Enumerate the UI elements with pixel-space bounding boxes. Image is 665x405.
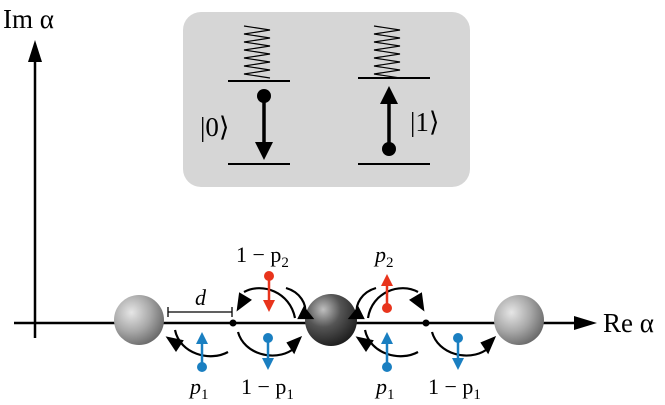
excitation-arrowhead xyxy=(380,86,398,104)
blue-dot-1 xyxy=(197,362,207,372)
state-zero-label: |0⟩ xyxy=(200,112,229,142)
x-axis-label: Re α xyxy=(603,308,654,338)
y-axis-arrowhead xyxy=(28,40,42,62)
state-zero-scheme: |0⟩ xyxy=(200,25,290,165)
red-arrows xyxy=(263,271,393,313)
blue-dot-4 xyxy=(453,333,463,343)
hop-arrowhead-lower-d xyxy=(480,335,497,355)
hop-arrowhead-upper-left-b xyxy=(297,305,315,320)
blue-arrowhead-1 xyxy=(196,332,208,344)
spring-coil-right xyxy=(373,25,401,79)
left-sphere xyxy=(114,295,164,345)
y-axis-label: Im α xyxy=(3,4,54,34)
blue-arrowhead-2 xyxy=(262,358,274,370)
center-sphere xyxy=(305,294,357,346)
decay-arrowhead xyxy=(255,142,273,160)
x-axis-arrowhead xyxy=(574,316,597,330)
hop-arrowhead-lower-c xyxy=(355,336,374,352)
hop-arrowhead-lower-a xyxy=(165,336,184,352)
coherent-states xyxy=(114,294,544,346)
ground-dot-right xyxy=(382,142,396,156)
hop-arrowhead-upper-left-a xyxy=(236,292,252,312)
hop-arrowhead-upper-right-b xyxy=(347,305,365,320)
label-p1-left: p1 xyxy=(188,374,209,403)
blue-arrowhead-4 xyxy=(452,358,464,370)
hop-arrow-lower-d xyxy=(430,331,487,357)
probability-labels: 1 − p2 p2 p1 1 − p1 p1 1 − p1 xyxy=(188,242,481,403)
right-sphere xyxy=(494,295,544,345)
hop-arrowhead-lower-b xyxy=(286,335,303,355)
red-dot-left xyxy=(264,271,274,281)
label-one-minus-p1-right: 1 − p1 xyxy=(428,374,481,403)
spacing-label: d xyxy=(195,285,207,310)
spring-coil-left xyxy=(243,25,271,79)
blue-dot-2 xyxy=(263,333,273,343)
hop-arrow-upper-right-a xyxy=(366,287,419,319)
blue-arrows xyxy=(196,332,464,372)
blue-arrowhead-3 xyxy=(381,332,393,344)
hop-arrow-lower-b xyxy=(236,331,293,357)
label-one-minus-p1-left: 1 − p1 xyxy=(241,374,294,403)
hop-arrow-upper-left-a xyxy=(243,287,297,319)
red-dot-right xyxy=(382,303,392,313)
midpoint-right xyxy=(422,319,430,327)
upper-hop-arrows xyxy=(236,286,425,320)
energy-level-inset: |0⟩ |1⟩ xyxy=(183,12,470,187)
spacing-marker: d xyxy=(167,285,233,317)
red-arrowhead-left xyxy=(263,300,275,312)
hop-arrow-lower-a xyxy=(173,329,229,358)
axes: Im α Re α xyxy=(3,4,654,338)
red-arrowhead-right xyxy=(381,274,393,286)
hop-arrowhead-upper-right-a xyxy=(409,292,425,312)
midpoint-left xyxy=(229,319,237,327)
state-one-scheme: |1⟩ xyxy=(358,25,439,165)
label-p2: p2 xyxy=(373,242,394,271)
state-one-label: |1⟩ xyxy=(410,107,439,137)
label-one-minus-p2: 1 − p2 xyxy=(236,242,289,271)
inset-background xyxy=(183,12,470,187)
label-p1-right: p1 xyxy=(374,374,395,403)
blue-dot-3 xyxy=(382,362,392,372)
excited-dot-left xyxy=(257,89,271,103)
